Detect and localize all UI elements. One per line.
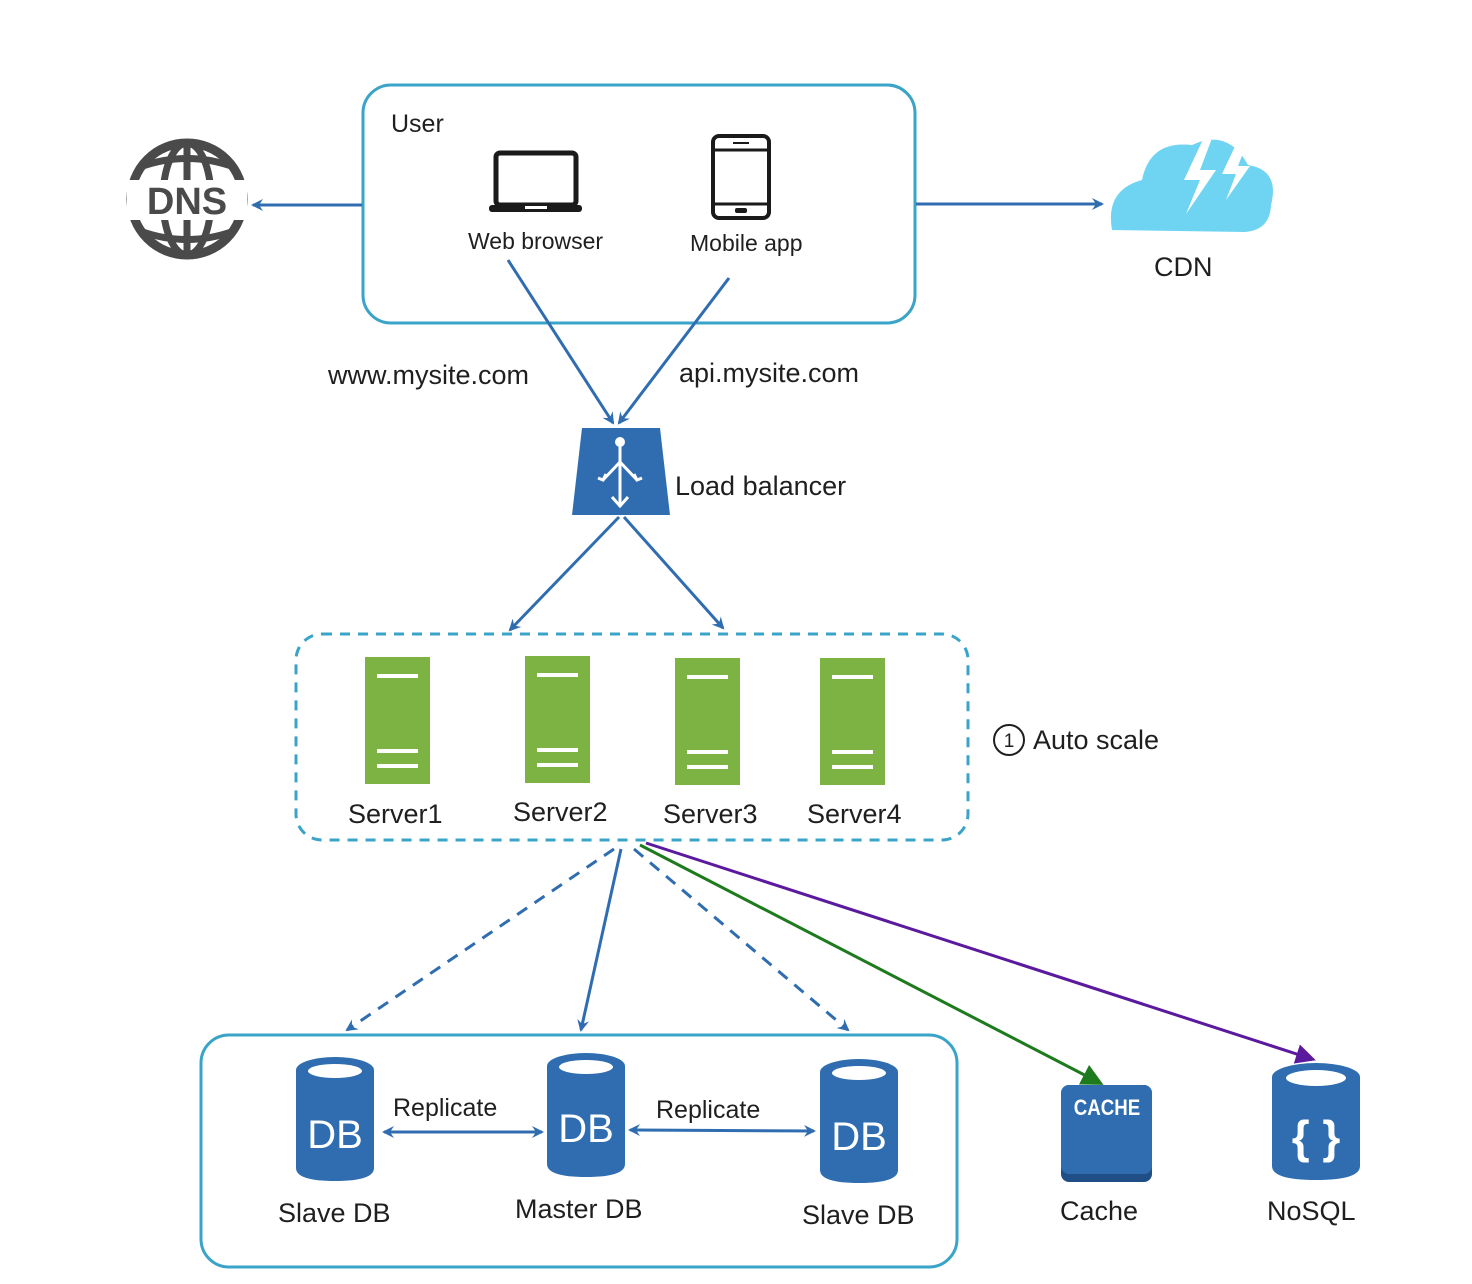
server-icon	[365, 657, 430, 784]
master-db-label: Master DB	[515, 1194, 643, 1224]
web-to-lb-arrow	[506, 259, 615, 425]
nosql-label: NoSQL	[1267, 1196, 1356, 1226]
server-group-box	[294, 632, 970, 842]
servers-to-cache-arrow	[639, 843, 1104, 1085]
replicate-right-label: Replicate	[656, 1096, 760, 1124]
mobile-phone-icon	[711, 134, 771, 220]
auto-scale-number: 1	[1004, 731, 1015, 752]
server-icon	[820, 658, 885, 785]
server-label: Server2	[513, 797, 608, 827]
servers-to-slave-right-arrow	[633, 847, 850, 1032]
cloud-lightning-icon	[1110, 133, 1273, 232]
web-browser-label: Web browser	[468, 228, 603, 254]
lb-to-servers-right-arrow	[622, 516, 725, 630]
api-domain-label: api.mysite.com	[679, 358, 859, 388]
nosql-icon-text: { }	[1292, 1111, 1341, 1163]
servers-to-master-arrow	[577, 848, 623, 1032]
server-label: Server4	[807, 799, 902, 829]
servers-to-nosql-arrow	[645, 841, 1316, 1064]
db-icon-text: DB	[307, 1113, 363, 1157]
replicate-right-arrow	[628, 1124, 816, 1137]
user-box	[361, 83, 917, 325]
dns-icon-text: DNS	[147, 181, 227, 223]
db-icon-text: DB	[558, 1107, 614, 1151]
slave-db-right-label: Slave DB	[802, 1200, 915, 1230]
cache-label: Cache	[1060, 1196, 1138, 1226]
user-box-title: User	[391, 110, 444, 138]
server-label: Server1	[348, 799, 443, 829]
auto-scale-label: Auto scale	[1033, 725, 1159, 755]
database-group-box	[199, 1033, 959, 1269]
server-label: Server3	[663, 799, 758, 829]
cdn-label: CDN	[1154, 252, 1213, 282]
db-icon-text: DB	[831, 1115, 887, 1159]
cache-icon-text: CACHE	[1074, 1097, 1140, 1121]
mobile-app-label: Mobile app	[690, 230, 803, 256]
cache-icon: CACHE	[1061, 1085, 1152, 1182]
servers-to-slave-left-arrow	[345, 847, 615, 1032]
dns-globe-icon: DNS	[126, 138, 248, 260]
replicate-left-label: Replicate	[393, 1094, 497, 1122]
server-icon	[675, 658, 740, 785]
mobile-to-lb-arrow	[617, 277, 731, 425]
load-balancer-label: Load balancer	[675, 471, 846, 501]
database-icon: DB	[820, 1059, 898, 1183]
database-icon: DB	[547, 1053, 625, 1177]
server-icon	[525, 656, 590, 783]
slave-db-left-label: Slave DB	[278, 1198, 391, 1228]
nosql-icon: { }	[1272, 1063, 1360, 1180]
database-icon: DB	[296, 1057, 374, 1181]
web-domain-label: www.mysite.com	[327, 360, 529, 390]
laptop-icon	[489, 150, 582, 212]
load-balancer-icon	[572, 428, 670, 515]
lb-to-servers-left-arrow	[508, 515, 621, 632]
auto-scale-number-badge	[993, 724, 1025, 756]
